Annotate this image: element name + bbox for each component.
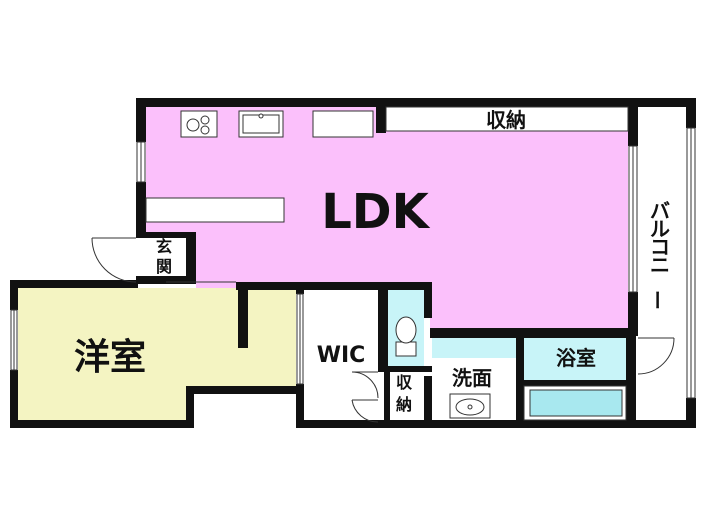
western-room-label: 洋室	[74, 337, 146, 378]
stove-burner-icon	[200, 125, 210, 135]
storage-small-label: 収納	[396, 373, 413, 414]
ldk-area	[146, 106, 628, 328]
doors	[91, 237, 675, 423]
bathroom-label: 浴室	[556, 346, 596, 370]
western-room-area	[18, 288, 296, 420]
storage-top-label: 収納	[486, 108, 526, 132]
kitchen-counter	[146, 107, 376, 140]
toilet-icon	[395, 316, 417, 357]
washroom-floor	[432, 338, 518, 358]
entrance-area	[146, 238, 186, 276]
walls	[10, 98, 696, 428]
stove-burner-icon	[200, 115, 210, 125]
storage-top	[385, 106, 629, 132]
entrance-label: 玄関	[156, 237, 172, 276]
kitchen-island	[145, 197, 285, 223]
fridge-space	[312, 110, 374, 138]
washroom-label: 洗面	[452, 366, 492, 390]
stove-burner-icon	[186, 118, 200, 132]
ldk-label: LDK	[321, 184, 430, 240]
bathroom-area	[522, 338, 626, 382]
wic-label: WIC	[317, 343, 366, 368]
windows	[10, 127, 696, 399]
bathtub-icon	[523, 385, 627, 421]
balcony-label: バルコニー	[645, 199, 670, 310]
wash-basin-icon	[449, 393, 491, 419]
